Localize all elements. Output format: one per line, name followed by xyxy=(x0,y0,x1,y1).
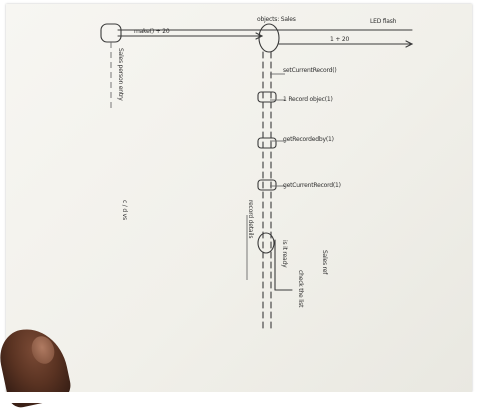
paper-sheet xyxy=(6,4,472,392)
actor-box xyxy=(100,23,122,43)
right-label: LED flash xyxy=(370,18,397,25)
message-label-5: getRecordedby(1) xyxy=(283,136,334,143)
message-label-3: setCurrentRecord() xyxy=(283,67,337,74)
activation-3 xyxy=(257,179,277,191)
out-arrowhead xyxy=(405,40,414,48)
actor-label: Sales person entry xyxy=(117,48,124,101)
message-label-1: make() + 20 xyxy=(134,28,170,35)
vertical-note-4: Sales ref xyxy=(321,250,328,275)
participant-label: objects: Sales xyxy=(257,16,296,23)
bottom-margin xyxy=(0,392,479,403)
object-head xyxy=(258,23,280,53)
call-arrowhead xyxy=(255,32,264,40)
message-label-4: 1 Record objec(1) xyxy=(283,96,333,103)
activation-2 xyxy=(257,137,277,149)
activation-1 xyxy=(257,91,277,103)
vertical-note-1: record details xyxy=(247,200,254,239)
message-label-6: getCurrentRecord(1) xyxy=(283,182,341,189)
left-note: c / d vs xyxy=(121,200,128,220)
activation-circle xyxy=(257,232,275,254)
vertical-note-2: is it ready xyxy=(281,240,288,268)
message-label-2: 1 + 20 xyxy=(330,36,350,43)
vertical-note-3: check the list xyxy=(297,270,304,308)
